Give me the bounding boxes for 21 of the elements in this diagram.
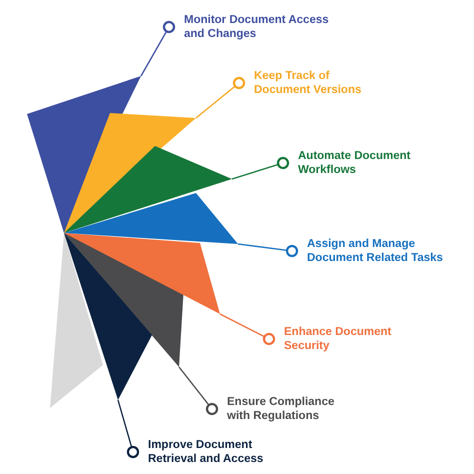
callout-text: Assign and Manage Document Related Tasks: [292, 237, 452, 265]
leader-line: [220, 313, 276, 346]
leader-line: [232, 156, 290, 180]
callout-text: Keep Track of Document Versions: [239, 69, 369, 97]
callout-text: Automate Document Workflows: [283, 149, 423, 177]
leader-line: [178, 366, 218, 416]
callout-text: Enhance Document Security: [269, 325, 399, 353]
fan-wedge: [64, 113, 196, 233]
fan-wedge: [27, 76, 141, 233]
leader-line: [117, 400, 140, 458]
callout-text: Ensure Compliance with Regulations: [212, 395, 347, 423]
fan-wedge: [64, 233, 152, 400]
callout-text: Monitor Document Access and Changes: [169, 13, 344, 41]
fan-wedge: [64, 146, 232, 233]
leader-line: [238, 243, 298, 258]
fan-wedge: [64, 193, 238, 244]
fan-wedge: [50, 233, 103, 408]
fan-wedge: [64, 233, 220, 314]
leader-line: [140, 20, 176, 76]
callout-text: Improve Document Retrieval and Access: [133, 438, 283, 466]
leader-line: [196, 76, 246, 118]
